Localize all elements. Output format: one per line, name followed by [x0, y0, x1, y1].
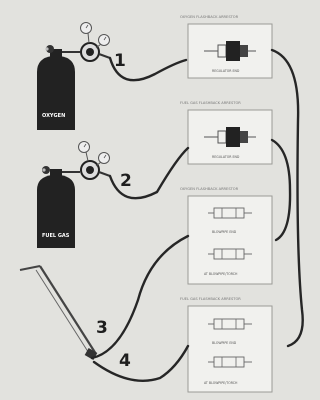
connector-box-3-label-1: BLOWPIPE END — [212, 230, 237, 234]
oxygen-regulator-icon — [62, 22, 111, 62]
callout-1: 1 — [114, 51, 126, 71]
fuel-gas-hose-regulator — [108, 146, 190, 200]
connector-box-4-label-2: AT BLOWPIPE/TORCH — [204, 381, 238, 385]
connector-box-2-caption: FUEL GAS FLASHBACK ARRESTOR — [180, 101, 241, 105]
connector-box-4: FUEL GAS FLASHBACK ARRESTOR BLOWPIPE END… — [180, 297, 273, 393]
connector-box-2-label: REGULATOR END — [212, 155, 240, 159]
connector-box-3: OXYGEN FLASHBACK ARRESTOR BLOWPIPE END A… — [180, 187, 273, 285]
connector-box-3-caption: OXYGEN FLASHBACK ARRESTOR — [180, 187, 239, 191]
flashback-arrestor-icon — [208, 248, 252, 260]
cylinder-1-tag: OXYGEN — [42, 113, 65, 119]
connector-box-1-caption: OXYGEN FLASHBACK ARRESTOR — [180, 15, 239, 19]
connector-box-1: OXYGEN FLASHBACK ARRESTOR REGULATOR END — [180, 15, 273, 79]
fuel-gas-cylinder-assembly: FUEL GAS — [37, 141, 111, 248]
flashback-arrestor-icon — [208, 356, 252, 368]
flashback-arrestor-icon — [204, 127, 256, 147]
connector-box-3-label-2: AT BLOWPIPE/TORCH — [204, 272, 238, 276]
fuel-gas-cylinder-icon — [37, 166, 75, 248]
connector-box-2: FUEL GAS FLASHBACK ARRESTOR REGULATOR EN… — [180, 101, 273, 165]
flashback-arrestor-icon — [208, 318, 252, 330]
blowpipe-hose-3 — [90, 234, 190, 360]
blowpipe-torch-icon — [19, 265, 98, 360]
flashback-arrestor-icon — [204, 41, 256, 61]
blowpipe-hose-4 — [92, 344, 190, 382]
oxygen-cylinder-icon — [37, 45, 75, 130]
fuel-gas-regulator-icon — [62, 141, 111, 180]
hoses — [90, 48, 304, 382]
connector-box-4-caption: FUEL GAS FLASHBACK ARRESTOR — [180, 297, 241, 301]
cylinder-2-tag: FUEL GAS — [42, 233, 70, 239]
flashback-arrestor-icon — [208, 207, 252, 219]
callout-3: 3 — [96, 318, 108, 338]
fuel-gas-hose-main — [270, 138, 292, 242]
connector-box-4-label-1: BLOWPIPE END — [212, 341, 237, 345]
oxygen-cylinder-assembly: OXYGEN — [37, 22, 111, 130]
callout-4: 4 — [119, 351, 131, 371]
oxygen-hose-regulator — [108, 56, 188, 82]
callout-2: 2 — [120, 171, 132, 191]
connector-box-1-label: REGULATOR END — [212, 69, 240, 73]
oxygen-hose-main — [270, 48, 304, 348]
